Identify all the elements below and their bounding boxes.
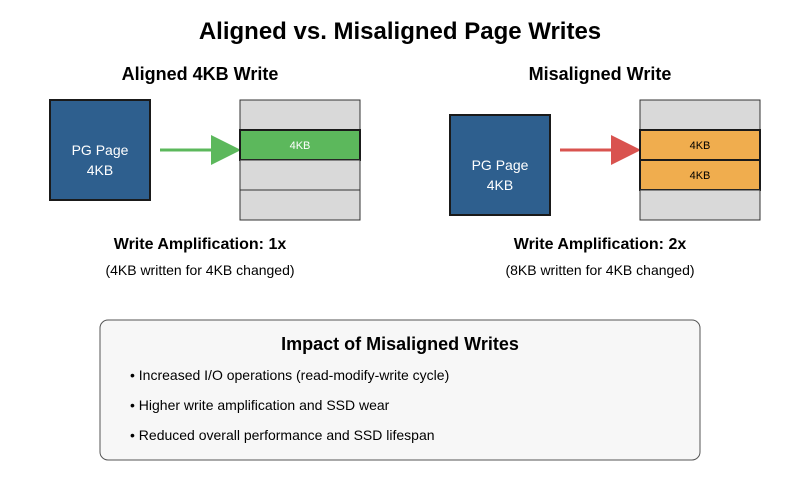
impact-item-1: • Increased I/O operations (read-modify-…: [130, 367, 449, 383]
misaligned-block-4: [639, 189, 761, 221]
aligned-pg-label-line1: PG Page: [72, 142, 129, 158]
impact-title: Impact of Misaligned Writes: [281, 334, 519, 354]
misaligned-note: (8KB written for 4KB changed): [505, 262, 694, 278]
aligned-heading: Aligned 4KB Write: [122, 64, 279, 84]
misaligned-block-written-1: [639, 129, 761, 161]
impact-item-3: • Reduced overall performance and SSD li…: [130, 427, 435, 443]
misaligned-section: Misaligned Write PG Page 4KB 4KB 4KB Wri…: [449, 64, 761, 278]
misaligned-pg-label-line1: PG Page: [472, 157, 529, 173]
aligned-block-3: [239, 159, 361, 191]
misaligned-pg-page: [449, 114, 551, 216]
misaligned-pg-label-line2: 4KB: [487, 177, 513, 193]
aligned-note: (4KB written for 4KB changed): [105, 262, 294, 278]
impact-panel: Impact of Misaligned Writes • Increased …: [99, 319, 701, 461]
misaligned-block-label-2: 4KB: [690, 170, 711, 182]
misaligned-heading: Misaligned Write: [529, 64, 672, 84]
aligned-amplification: Write Amplification: 1x: [114, 236, 287, 253]
aligned-pg-page: [49, 99, 151, 201]
page-title: Aligned vs. Misaligned Page Writes: [199, 18, 601, 45]
misaligned-block-written-2: [639, 159, 761, 191]
aligned-block-label: 4KB: [290, 140, 311, 152]
aligned-block-4: [239, 189, 361, 221]
impact-item-2: • Higher write amplification and SSD wea…: [130, 397, 390, 413]
misaligned-amplification: Write Amplification: 2x: [514, 236, 687, 253]
impact-box: [99, 319, 701, 461]
aligned-block-written: [239, 129, 361, 161]
aligned-block-1: [239, 99, 361, 131]
aligned-section: Aligned 4KB Write PG Page 4KB 4KB Write …: [49, 64, 361, 278]
misaligned-block-1: [639, 99, 761, 131]
misaligned-block-label-1: 4KB: [690, 140, 711, 152]
aligned-pg-label-line2: 4KB: [87, 162, 113, 178]
